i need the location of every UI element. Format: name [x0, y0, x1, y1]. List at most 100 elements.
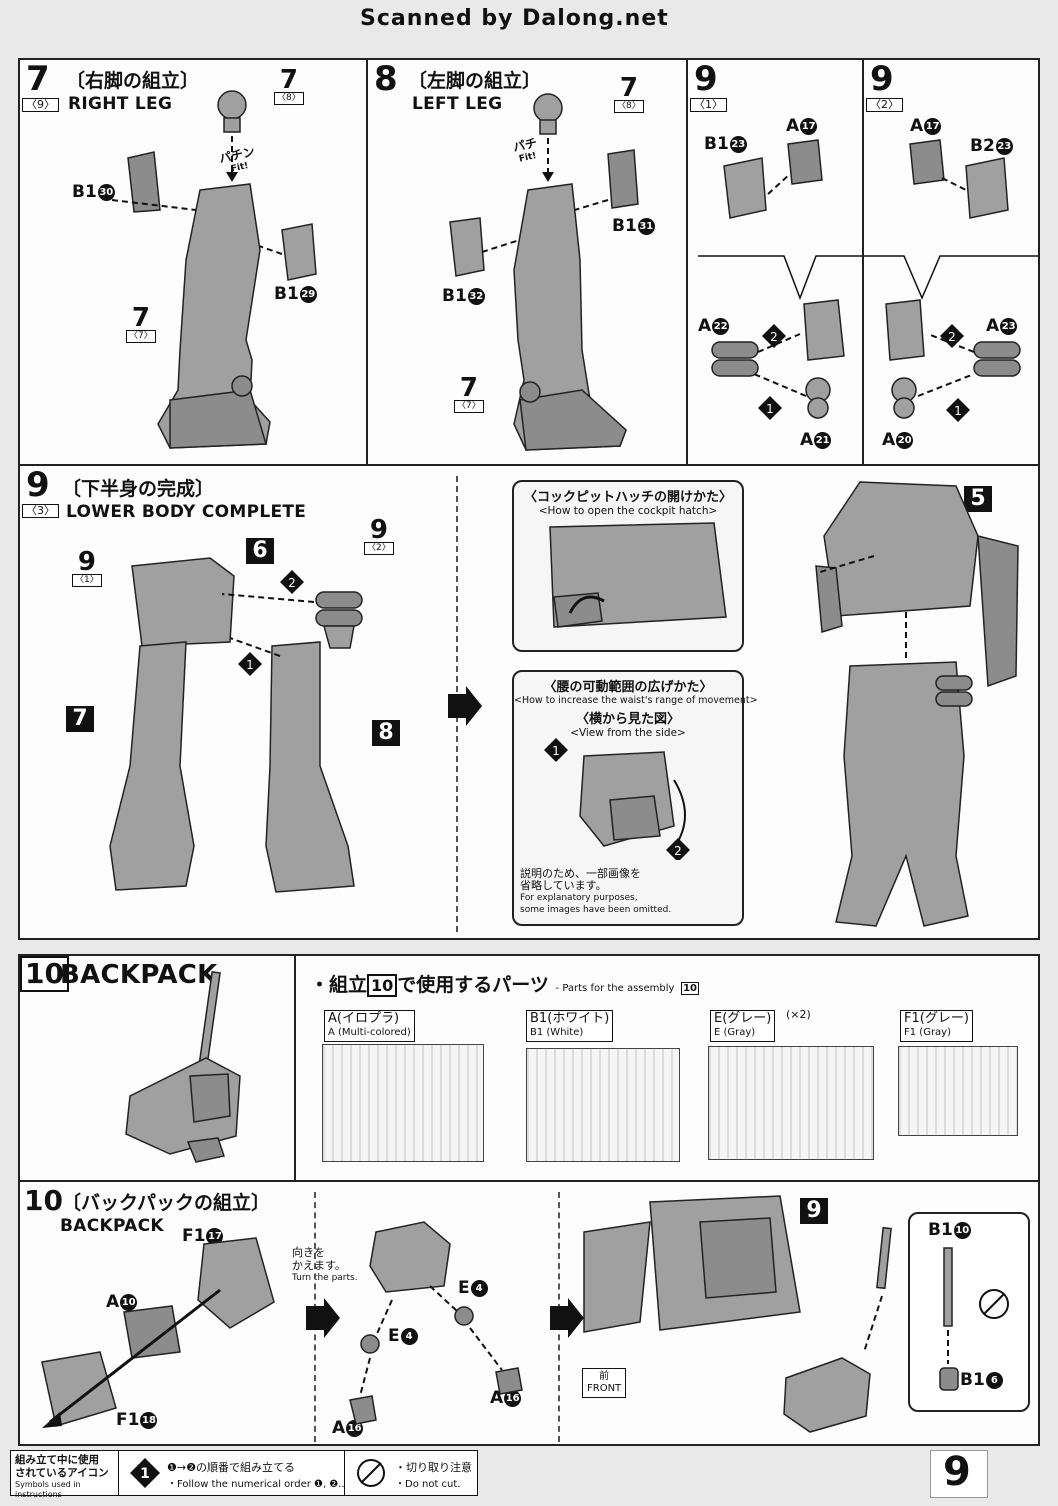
next-arrow-2 — [550, 1298, 584, 1338]
step-number: 9 — [694, 59, 718, 99]
antenna-illustration — [939, 1247, 1009, 1391]
step-title-en: LOWER BODY COMPLETE — [66, 502, 307, 522]
step-title-jp: 〔右脚の組立〕 — [66, 70, 200, 92]
cut-legend: ・切り取り注意 ・Do not cut. — [344, 1450, 478, 1496]
waist-range-callout: 〈腰の可動範囲の広げかた〉 <How to increase the waist… — [512, 670, 758, 926]
order-2: 2 — [674, 844, 682, 858]
do-not-cut-icon — [357, 1459, 385, 1487]
step-title-jp: 〔バックパックの組立〕 — [62, 1192, 271, 1214]
runner-e — [708, 1046, 874, 1160]
waist-title-jp: 〈腰の可動範囲の広げかた〉 — [543, 680, 713, 695]
waist-title-en: <How to increase the waist's range of mo… — [514, 695, 758, 706]
step-number: 10 — [20, 956, 69, 992]
order-legend-jp: ❶→❷の順番で組み立てる — [167, 1461, 295, 1474]
waist-illustration: 1 2 — [544, 738, 690, 860]
step-title-en: RIGHT LEG — [68, 94, 173, 114]
ref-step-5: 5 — [964, 486, 992, 512]
step-title-en: BACKPACK — [60, 960, 218, 990]
ref-step-6: 6 — [246, 538, 274, 564]
cut-legend-jp: ・切り取り注意 — [395, 1461, 472, 1474]
svg-text:1: 1 — [140, 1466, 150, 1482]
ref-step-9-1: 9〈1〉 — [72, 549, 102, 587]
cockpit-title-en: <How to open the cockpit hatch> — [538, 505, 718, 517]
omission-note: 説明のため、一部画像を 省略しています。 For explanatory pur… — [520, 867, 672, 916]
order-legend-en: ・Follow the numerical order ❶, ❷... — [167, 1479, 348, 1490]
step-sub: 〈1〉 — [690, 98, 727, 112]
step-9-2-illustration: 2 1 — [864, 139, 1038, 422]
order-1: 1 — [766, 402, 774, 416]
step-sub: 〈3〉 — [22, 504, 59, 518]
ref-step-7-8: 7〈8〉 — [614, 75, 644, 113]
ref-step-7-7: 7〈7〉 — [454, 375, 484, 413]
order-1: 1 — [552, 744, 560, 758]
step-sub: 〈9〉 — [22, 98, 59, 112]
right-leg-illustration — [111, 90, 317, 449]
ref-step-9: 9 — [800, 1198, 828, 1224]
step-9-1-illustration: 2 1 — [698, 139, 862, 420]
attach-backpack-illustration — [583, 1195, 892, 1433]
cut-legend-en: ・Do not cut. — [395, 1479, 461, 1490]
assembled-model-illustration — [815, 481, 1019, 927]
lower-body-illustration: 2 1 — [109, 557, 363, 893]
order-icon: 1 — [130, 1458, 160, 1488]
runner-b1 — [526, 1048, 680, 1162]
thruster-illustration — [349, 1221, 523, 1425]
runner-b1-label: B1(ホワイト)B1 (White) — [526, 1010, 614, 1042]
runner-a-label: A(イロプラ)A (Multi-colored) — [324, 1010, 415, 1042]
page-number-box: 9 — [930, 1449, 988, 1498]
legend-box: 組み立て中に使用 されているアイコン Symbols used in instr… — [10, 1450, 120, 1499]
ref-step-9-2: 9〈2〉 — [364, 517, 394, 555]
order-legend: 1 ❶→❷の順番で組み立てる ・Follow the numerical ord… — [118, 1450, 348, 1496]
order-2: 2 — [770, 330, 778, 344]
step-sub: 〈2〉 — [866, 98, 903, 112]
left-leg-illustration — [449, 93, 639, 451]
backpack-frame-illustration — [41, 1237, 275, 1428]
step-number: 7 — [26, 59, 50, 99]
runner-f1-label: F1(グレー)F1 (Gray) — [900, 1010, 973, 1042]
step-number: 8 — [374, 59, 398, 99]
order-1: 1 — [954, 404, 962, 418]
ref-step-7-8: 7〈8〉 — [274, 67, 304, 105]
cockpit-title-jp: 〈コックピットハッチの開けかた〉 — [523, 490, 732, 505]
ref-step-7-7: 7〈7〉 — [126, 305, 156, 343]
step-10-backpack-panel: 10 BACKPACK — [18, 954, 296, 1182]
order-1: 1 — [246, 658, 254, 672]
page-number: 9 — [943, 1449, 971, 1495]
ref-step-8: 8 — [372, 720, 400, 746]
cockpit-hatch-callout: 〈コックピットハッチの開けかた〉 <How to open the cockpi… — [512, 480, 744, 652]
runner-e-label: E(グレー)E (Gray) — [710, 1010, 776, 1042]
step-title-jp: 〔下半身の完成〕 — [62, 478, 215, 500]
side-view-en: <View from the side> — [570, 727, 686, 739]
order-2: 2 — [288, 576, 296, 590]
order-2: 2 — [948, 330, 956, 344]
step-number: 9 — [870, 59, 894, 99]
scan-credit: Scanned by Dalong.net — [360, 6, 669, 31]
ref-step-7: 7 — [66, 706, 94, 732]
next-arrow-1 — [306, 1298, 340, 1338]
cockpit-illustration — [549, 522, 727, 628]
step-number: 9 — [26, 465, 50, 505]
